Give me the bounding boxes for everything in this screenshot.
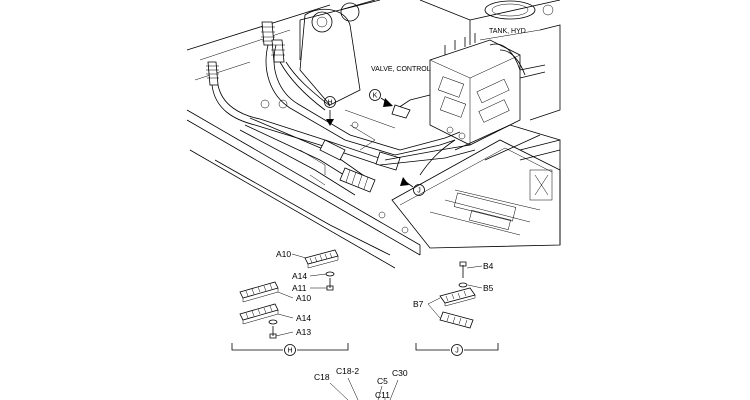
- clamp-b7-bottom: [439, 311, 474, 329]
- callout-a14-bottom: A14: [296, 313, 311, 323]
- callout-a11: A11: [292, 283, 307, 293]
- view-marker-j: J: [400, 177, 425, 196]
- callout-a10-top: A10: [276, 249, 291, 259]
- callout-a10-mid: A10: [296, 293, 311, 303]
- lower-callouts: C18 C18-2 C5 C30 C11: [314, 366, 408, 400]
- callout-b7: B7: [413, 299, 424, 309]
- callout-c11: C11: [375, 390, 390, 400]
- bolt-a13: [269, 326, 277, 339]
- detail-h: A10 A14 A11 A10 A14 A13 H: [231, 249, 349, 356]
- callout-b4: B4: [483, 261, 494, 271]
- view-marker-k-letter: K: [373, 93, 378, 100]
- callout-c18: C18: [314, 372, 330, 382]
- machine-frame: [186, 0, 561, 269]
- detail-j-letter: J: [455, 348, 459, 355]
- callout-a14-top: A14: [292, 271, 307, 281]
- callout-b5: B5: [483, 283, 494, 293]
- bolt-b4: [459, 261, 467, 278]
- view-marker-j-letter: J: [417, 188, 421, 195]
- callout-c30: C30: [392, 368, 408, 378]
- callout-c18-2: C18-2: [336, 366, 359, 376]
- view-marker-h: H: [324, 96, 336, 126]
- detail-j: B4 B5 B7 J: [413, 261, 499, 356]
- view-marker-k: K: [369, 89, 393, 107]
- view-marker-h-letter: H: [327, 100, 332, 107]
- control-valve: [391, 33, 546, 146]
- callout-c5: C5: [377, 376, 388, 386]
- washer-a14-bottom: [268, 319, 278, 325]
- hose-bundle: [206, 21, 476, 196]
- tank-hyd-label: TANK, HYD: [489, 28, 526, 35]
- clamp-a10-top: [304, 249, 339, 265]
- washer-a14-top: [325, 271, 335, 277]
- bolt-a11: [326, 278, 334, 291]
- washer-b5: [458, 282, 468, 288]
- callout-a13: A13: [296, 327, 311, 337]
- detail-h-letter: H: [287, 348, 292, 355]
- clamp-b7-top: [439, 287, 476, 304]
- valve-control-label: VALVE, CONTROL: [371, 66, 431, 73]
